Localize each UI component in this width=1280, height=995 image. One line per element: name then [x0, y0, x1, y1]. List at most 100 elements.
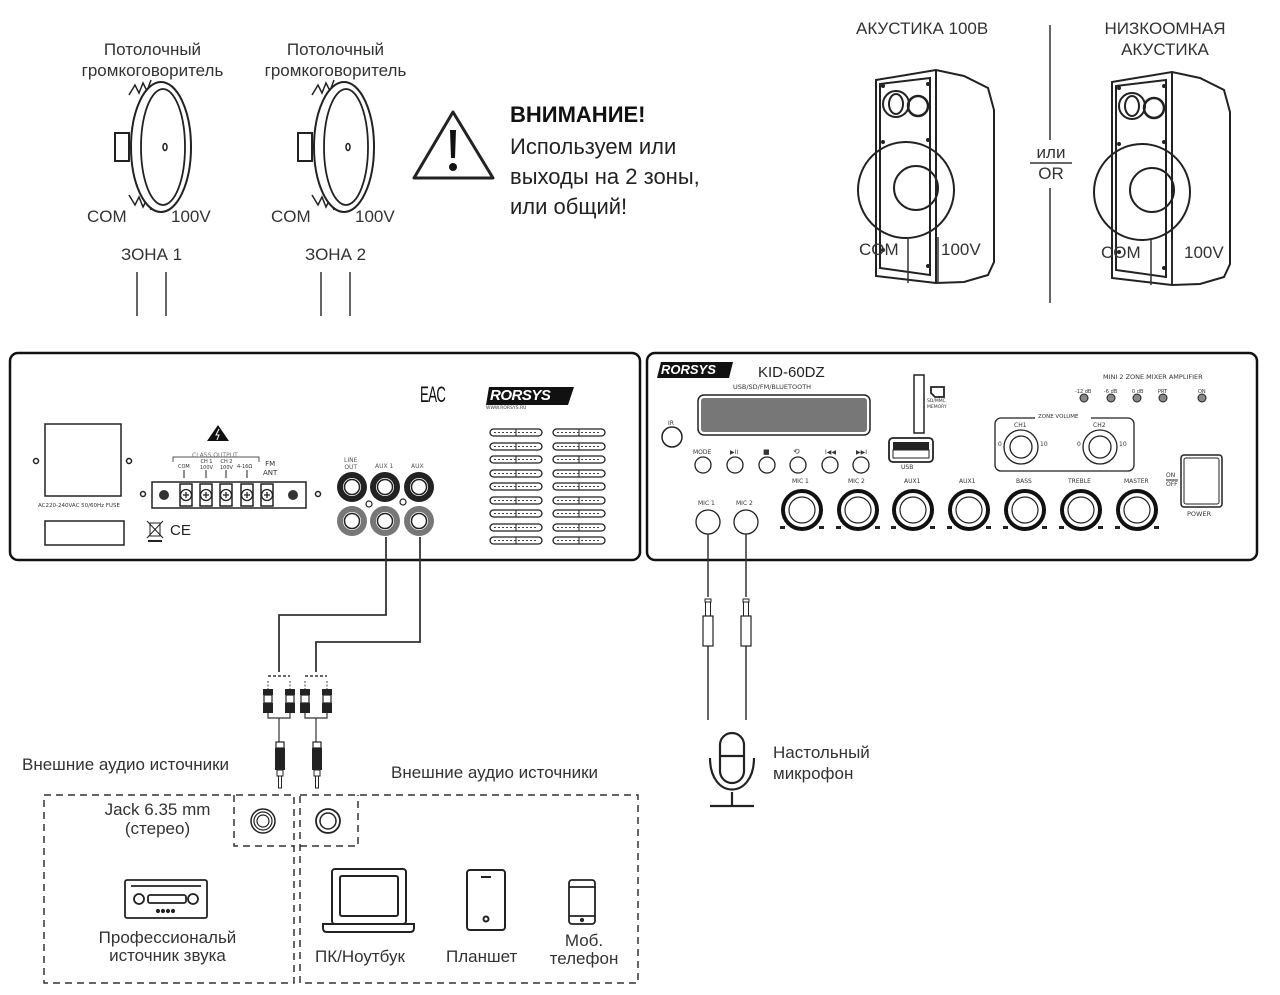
jack-label-line2: (стерео): [124, 819, 191, 838]
terminal-com-label: COM: [178, 464, 190, 470]
model-subtitle: USB/SD/FM/BLUETOOTH: [733, 383, 812, 391]
rear-panel: [8, 351, 642, 562]
class-output-label: CLASS OUTPUT: [192, 452, 238, 459]
pro-audio-receiver-icon: [124, 879, 208, 919]
speaker-100v-100v-label: 100V: [941, 240, 981, 259]
zone-1-label: ЗОНА 1: [121, 245, 183, 264]
zone-1-speaker-title: Потолочный громкоговоритель: [70, 39, 235, 82]
mode-button-label: MODE: [693, 449, 712, 456]
repeat-button-label: ⟲: [793, 447, 800, 456]
rca-aux1-label: AUX 1: [375, 463, 394, 470]
terminal-4-16-ohm-label: 4-16Ω: [237, 464, 253, 470]
speaker-low-impedance-com-label: COM: [1101, 243, 1141, 262]
mic2-input-label: MIC 2: [736, 500, 753, 507]
zone-1-100v-label: 100V: [171, 207, 211, 226]
microphone-label-line1: Настольный: [773, 743, 870, 762]
jack-plug-icon: [274, 741, 323, 789]
knob-aux2-label: AUX1: [959, 478, 976, 485]
zone-2-speaker-title: Потолочный громкоговоритель: [253, 39, 418, 82]
zone-1-com-label: COM: [87, 207, 127, 226]
front-brand-logo: RORSYS: [661, 362, 716, 377]
sd-card-label: SD/MMC MEMORY: [927, 399, 947, 410]
warning-title: ВНИМАНИЕ!: [510, 102, 646, 127]
ir-label: IR: [668, 420, 674, 427]
knob-mic2-label: MIC 2: [848, 478, 865, 485]
speaker-100v-title: АКУСТИКА 100В: [856, 19, 989, 38]
speaker-low-impedance-wires: [1150, 240, 1173, 285]
usb-label: USB: [901, 464, 914, 471]
led-minus6db-label: -6 dB: [1104, 389, 1118, 395]
jack-socket-icon: [250, 808, 341, 834]
knob-aux1-label: AUX1: [904, 478, 921, 485]
sources-left-title: Внешние аудио источники: [22, 755, 230, 774]
knob-treble-label: TREBLE: [1068, 478, 1091, 485]
led-prt-label: PRT: [1158, 389, 1168, 395]
jack-label-line1: Jack 6.35 mm: [104, 800, 211, 819]
zone-ch1-min: 0: [998, 441, 1002, 448]
front-panel: [645, 351, 1259, 562]
power-label: POWER: [1187, 510, 1212, 518]
zone-2-wires: [320, 272, 351, 316]
rca-plug-icon: [262, 680, 333, 714]
microphone-icon: [708, 731, 756, 808]
microphone-label: Настольный микрофон: [773, 742, 870, 785]
prev-button-label: I◀◀: [825, 449, 836, 456]
mic-cables: [707, 534, 747, 720]
microphone-label-line2: микрофон: [773, 764, 854, 784]
warning-text: Используем или выходы на 2 зоны, или общ…: [510, 134, 700, 219]
speaker-low-impedance-title: НИЗКООМНАЯ АКУСТИКА: [1095, 18, 1235, 61]
knob-mic1-label: MIC 1: [792, 478, 809, 485]
rca-aux-label: AUX: [411, 463, 424, 470]
pro-source-label-line2: источник звука: [109, 946, 226, 965]
knob-master-label: MASTER: [1124, 478, 1149, 485]
rorsys-logo-front: [657, 362, 733, 378]
zone-ch2-min: 0: [1077, 441, 1081, 448]
or-divider-line: [1030, 25, 1072, 303]
rca-line-out-label: LINE OUT: [344, 457, 358, 471]
led-on-label: ON: [1198, 389, 1206, 395]
phone-icon: [568, 879, 596, 925]
pro-source-label: Профессиональй источник звука: [80, 929, 255, 965]
speaker-100v-com-label: COM: [859, 240, 899, 259]
or-divider-top: или: [1036, 143, 1066, 162]
stop-button-label: ■: [763, 448, 770, 456]
speaker-low-impedance-title-line1: НИЗКООМНАЯ: [1104, 19, 1226, 38]
zone-2-title-line1: Потолочный: [286, 40, 385, 59]
weee-icon: [146, 520, 164, 542]
power-input-label: AC220-240VAC 50/60Hz FUSE: [38, 503, 120, 509]
ce-mark: CE: [170, 522, 191, 539]
zone-volume-title: ZONE VOLUME: [1038, 414, 1079, 420]
zone-1-title-line1: Потолочный: [103, 40, 202, 59]
zone-2-label: ЗОНА 2: [305, 245, 367, 264]
jack-label: Jack 6.35 mm (стерео): [90, 800, 225, 838]
next-button-label: ▶▶I: [856, 449, 867, 456]
speaker-low-impedance-100v-label: 100V: [1184, 243, 1224, 262]
sources-frames: [43, 794, 639, 984]
laptop-label: ПК/Ноутбук: [315, 947, 405, 966]
rear-website: WWW.RORSYS.RU: [486, 406, 527, 411]
warning-triangle-icon: [412, 110, 495, 180]
zone-2-com-label: COM: [271, 207, 311, 226]
ceiling-speaker-icon-zone-2: [297, 79, 375, 213]
aux-cables: [267, 537, 421, 742]
laptop-icon: [322, 868, 415, 933]
zone-1-wires: [136, 272, 167, 316]
sources-right-title: Внешние аудио источники: [391, 763, 599, 782]
rear-brand-logo: RORSYS: [490, 387, 551, 404]
zone-ch2-max: 10: [1119, 441, 1127, 448]
fm-ant-label: FM ANT: [263, 460, 278, 477]
phone-label: Моб. телефон: [545, 932, 623, 968]
mic1-input-label: MIC 1: [698, 500, 715, 507]
terminal-ch1-label: CH 1 100V: [200, 459, 213, 471]
zone-2-100v-label: 100V: [355, 207, 395, 226]
tablet-label: Планшет: [446, 947, 518, 966]
eac-mark: EAC: [420, 382, 446, 407]
led-minus12db-label: -12 dB: [1075, 389, 1092, 395]
mini-jack-plug-icon: [702, 598, 752, 647]
rorsys-logo-rear: [486, 387, 574, 405]
speaker-low-impedance-title-line2: АКУСТИКА: [1121, 40, 1209, 60]
phone-label-line2: телефон: [549, 949, 619, 968]
terminal-ch2-label: CH 2 100V: [220, 459, 233, 471]
model-name: KID-60DZ: [758, 364, 825, 381]
on-off-label: ON OFF: [1166, 472, 1178, 488]
